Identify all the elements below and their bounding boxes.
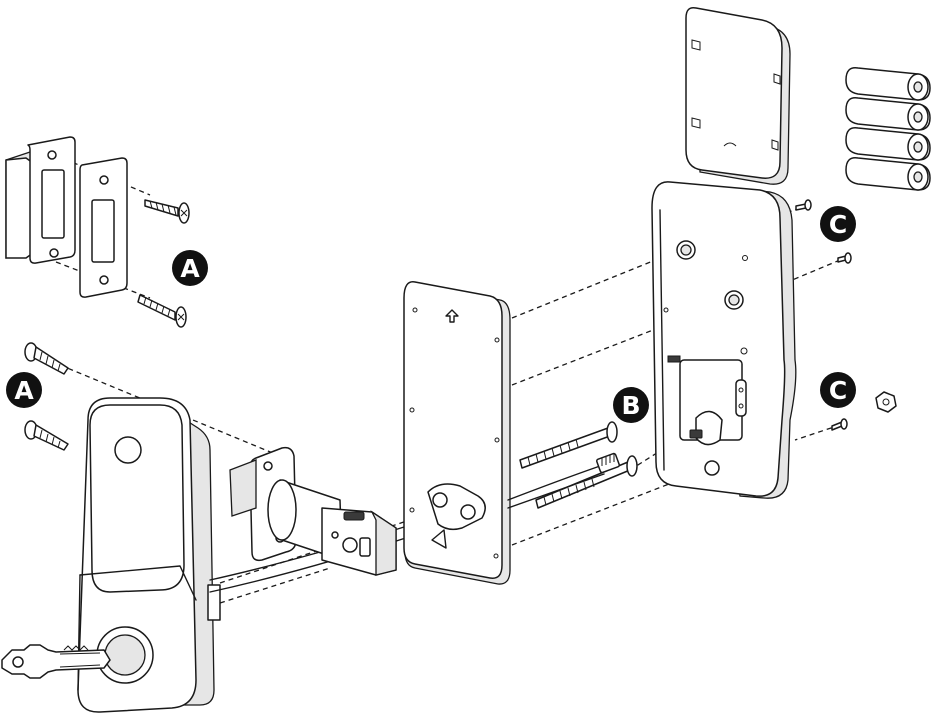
battery-icon [845, 67, 931, 101]
wire-connector [507, 452, 620, 509]
svg-text:A: A [14, 376, 34, 405]
mounting-plate [403, 281, 511, 585]
callout-c-cover: C [820, 206, 856, 242]
callout-a-mount: A [6, 372, 42, 408]
battery-icon [845, 127, 931, 161]
mounting-bolts [519, 421, 638, 509]
screw-icon [144, 199, 190, 224]
strike-assembly [5, 136, 128, 298]
svg-text:A: A [180, 254, 200, 283]
nut-icon [875, 391, 897, 413]
svg-text:B: B [621, 391, 640, 420]
screw-icon [24, 420, 69, 451]
screw-icon [137, 294, 187, 328]
callout-a-strike: A [172, 250, 208, 286]
screw-icon [795, 199, 812, 211]
screw-icon [24, 342, 69, 375]
screw-icon [837, 252, 852, 264]
battery-icon [845, 157, 931, 191]
callout-c-nut: C [820, 372, 856, 408]
svg-text:C: C [829, 376, 847, 405]
interior-lock-body [651, 181, 797, 499]
svg-text:C: C [829, 210, 847, 239]
latch-assembly [229, 446, 397, 576]
battery-icon [845, 97, 931, 131]
battery-cover [685, 6, 791, 185]
callout-b-bolts: B [613, 387, 649, 423]
key-icon [1, 644, 111, 679]
exterior-lock-body [77, 397, 221, 713]
screw-icon [831, 418, 848, 431]
